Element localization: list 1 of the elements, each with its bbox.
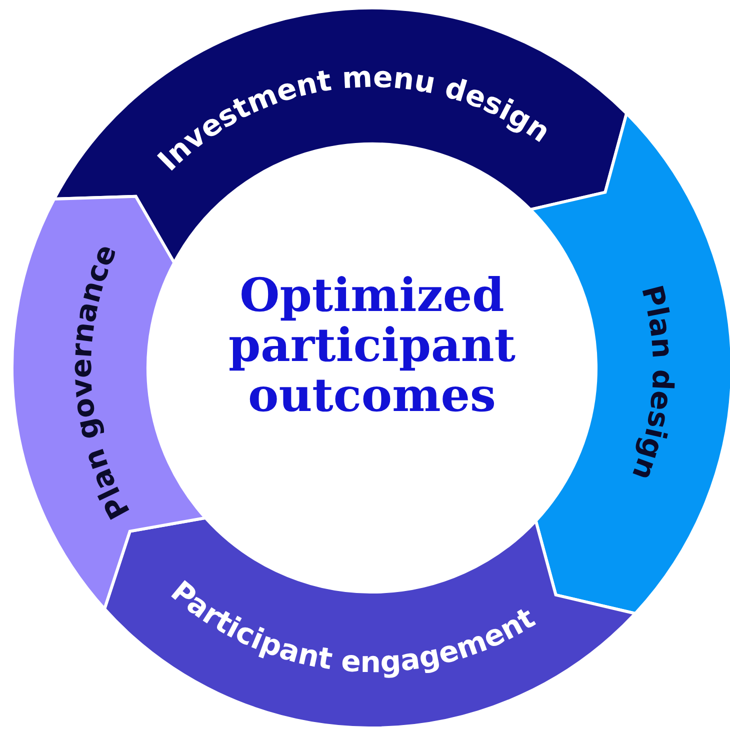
center-heading: Optimized participant outcomes xyxy=(222,270,522,420)
